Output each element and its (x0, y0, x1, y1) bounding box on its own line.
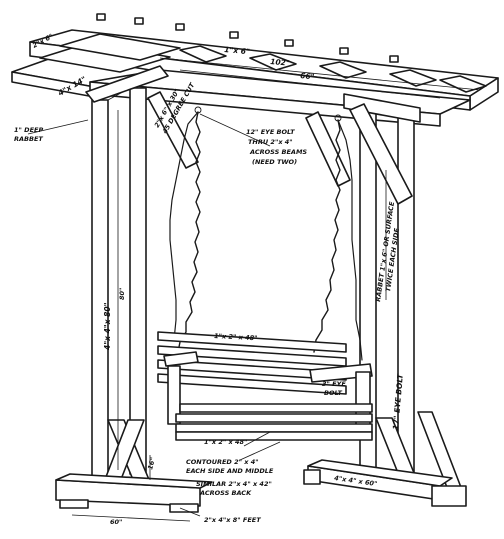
label-eyebolt-bolt-2: BOLT (324, 389, 343, 397)
left-foot-2 (169, 503, 199, 513)
right-brace-inner (305, 111, 351, 187)
block-7 (389, 55, 399, 63)
left-chain-rear (169, 111, 199, 341)
left-foot-1 (59, 499, 89, 509)
label-similar-1: SIMILAR 2"x 4" x 42" (196, 480, 272, 488)
label-seat-slat: 1"x 2" x 48" (204, 438, 247, 446)
label-dim-60: 60" (110, 518, 122, 526)
swing-seat (157, 331, 373, 441)
label-dim-66: 66" (300, 71, 315, 81)
leader-rabbet (27, 119, 89, 135)
label-dim-102: 102" (270, 57, 290, 68)
back-slat-1 (157, 331, 347, 353)
back-slat-3 (157, 359, 347, 381)
seat-slat-1 (179, 403, 373, 413)
block-1 (96, 13, 106, 21)
back-slat-4 (157, 373, 347, 395)
left-outer-post (91, 99, 109, 479)
roof-structure (11, 13, 499, 127)
label-eyebolt-1: 12" EYE BOLT (246, 128, 295, 136)
block-5 (284, 39, 294, 47)
label-deep-rabbet-2: RABBET (14, 135, 43, 143)
label-beam-1x6: 1"x 6" (224, 45, 250, 56)
right-chain-rear (337, 119, 363, 361)
right-brace-outer (349, 103, 413, 205)
right-frame (303, 93, 467, 507)
left-inner-post (129, 87, 147, 475)
rafter-7 (389, 69, 437, 87)
right-outer-post (397, 111, 415, 487)
label-contoured-1: CONTOURED 2" x 4" (186, 458, 259, 466)
right-cap (343, 93, 421, 123)
label-similar-2: ACROSS BACK (199, 489, 252, 497)
chains (169, 106, 363, 361)
rafter-5 (249, 53, 297, 71)
dim-102-line (159, 57, 481, 91)
leader-eyebolt (199, 113, 271, 147)
label-post-4x4x80: 4"x 4"x 80" (103, 302, 112, 350)
right-foot (431, 485, 467, 507)
seat-front-rail (175, 431, 373, 441)
label-dim-16: 16" (146, 456, 157, 470)
label-eyebolt-4: (NEED TWO) (252, 158, 297, 166)
left-base-top (55, 473, 213, 489)
right-base-top (307, 459, 453, 487)
left-frame (55, 65, 213, 522)
leader-contoured (239, 441, 281, 461)
rafter-4 (179, 45, 227, 63)
rafter-6 (319, 61, 367, 79)
right-chain-upper (313, 119, 341, 353)
label-deep-rabbet-1: 1" DEEP (14, 126, 43, 134)
right-eye-hook (334, 114, 342, 122)
label-contoured-2: EACH SIDE AND MIDDLE (186, 467, 274, 475)
seat-slat-2 (175, 413, 373, 423)
leaders (27, 113, 281, 517)
label-back-slat: 1"x 2" x 48" (214, 332, 258, 342)
label-eyebolt-3: ACROSS BEAMS (249, 148, 307, 156)
block-2 (134, 17, 144, 25)
left-eye-hook (194, 106, 202, 114)
left-chain-upper (177, 111, 201, 353)
right-arm-post (355, 371, 371, 433)
left-brace (147, 91, 199, 169)
dim-66-line (179, 69, 441, 99)
left-arm (163, 351, 199, 367)
block-3 (175, 23, 185, 31)
label-dim-80: 80" (118, 288, 126, 300)
leader-seat (243, 431, 271, 447)
label-eyebolt-2: THRU 2"x 4" (248, 138, 293, 146)
block-4 (229, 31, 239, 39)
rafter-3 (59, 33, 181, 61)
dim-60-line (71, 514, 191, 522)
seat-slat-3 (175, 423, 373, 433)
right-foot-2 (303, 469, 321, 485)
label-eyebolt-bolt-1: 3" EYE (322, 380, 346, 388)
left-cap (85, 65, 169, 103)
leader-feet (179, 507, 201, 517)
label-feet: 2"x 4"x 8" FEET (204, 516, 261, 524)
block-6 (339, 47, 349, 55)
